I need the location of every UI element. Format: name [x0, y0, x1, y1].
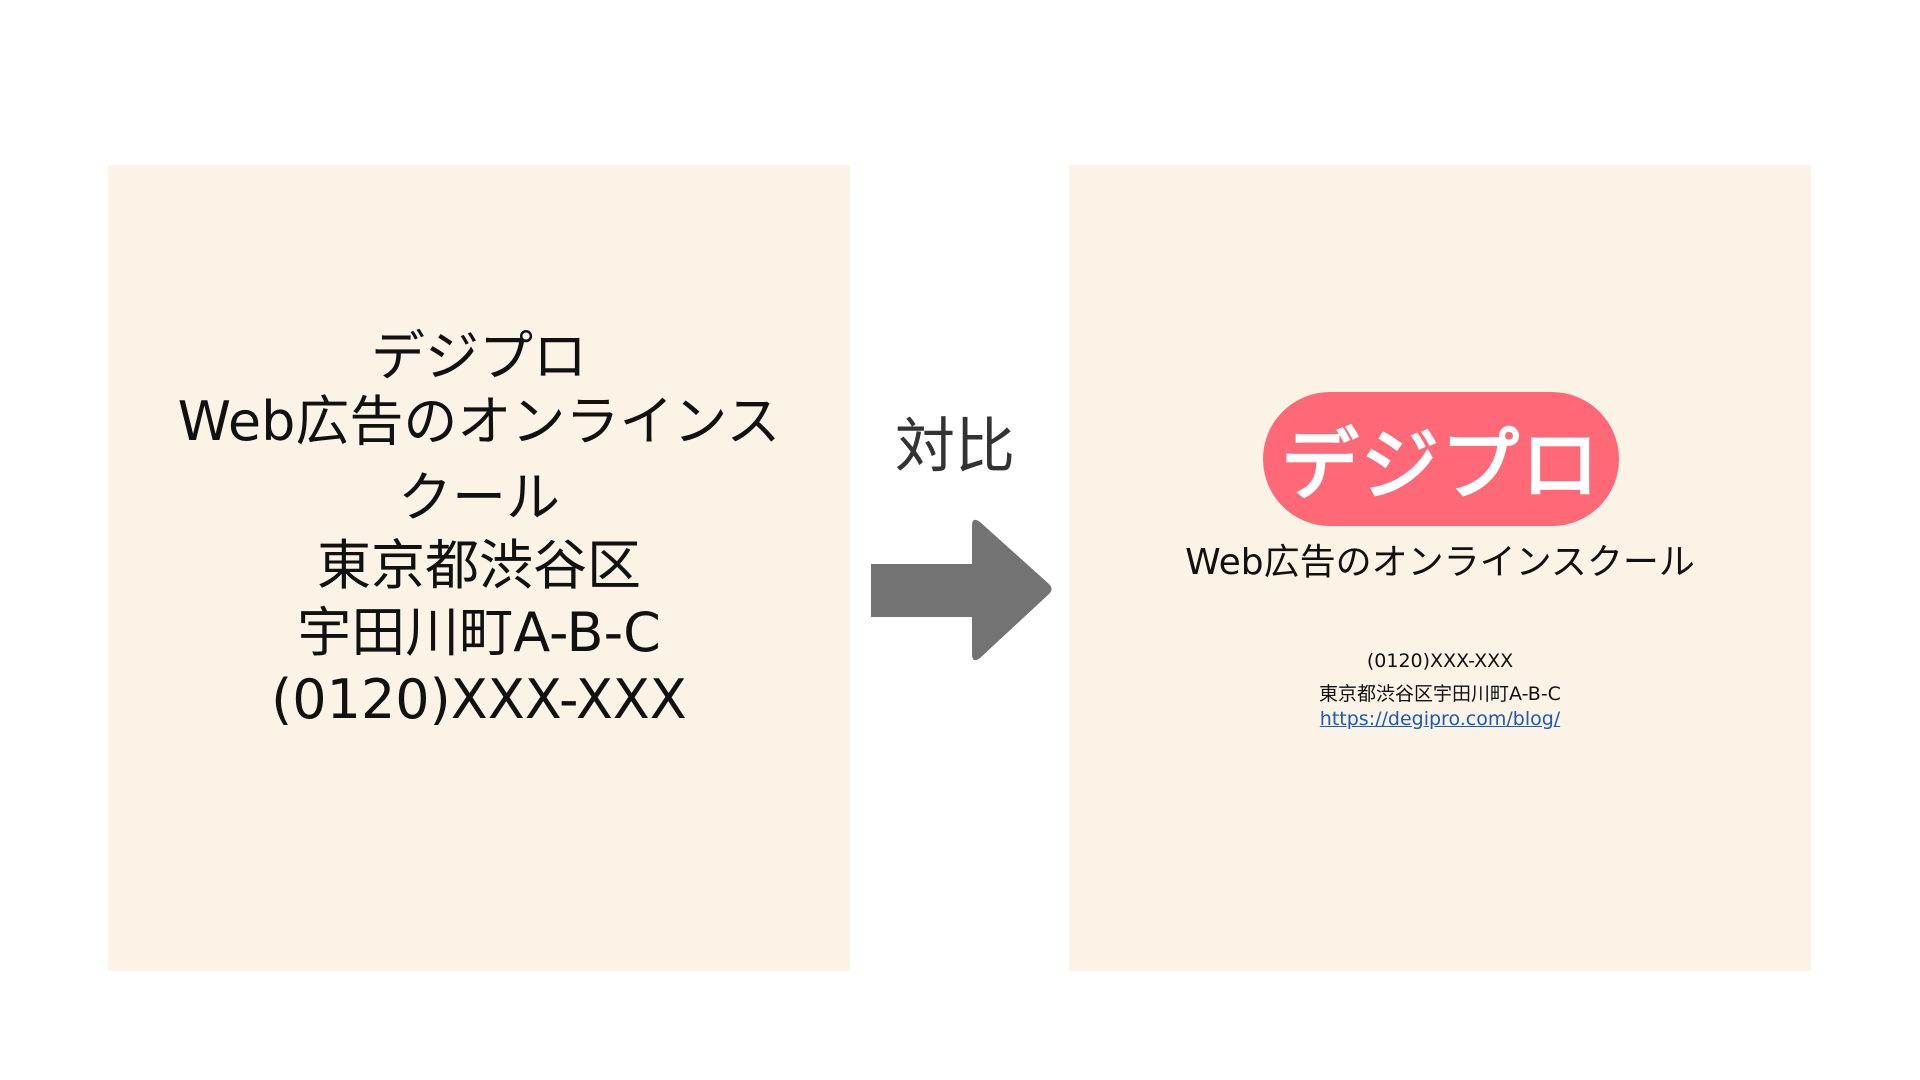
blog-link[interactable]: https://degipro.com/blog/ [1319, 708, 1561, 730]
before-line-subtitle-1: Web広告のオンラインス [177, 390, 781, 453]
brand-logo-badge: デジプロ [1263, 392, 1619, 526]
before-line-phone: (0120)XXX-XXX [271, 668, 687, 731]
after-panel: デジプロ Web広告のオンラインスクール (0120)XXX-XXX 東京都渋谷… [1069, 165, 1811, 971]
right-arrow-icon [871, 519, 1052, 661]
before-line-address-2: 宇田川町A-B-C [297, 601, 661, 664]
after-phone: (0120)XXX-XXX [1366, 650, 1514, 672]
after-subtitle: Web広告のオンラインスクール [1185, 542, 1695, 583]
after-address: 東京都渋谷区宇田川町A-B-C [1319, 683, 1561, 705]
before-panel: デジプロ Web広告のオンラインス クール 東京都渋谷区 宇田川町A-B-C (… [108, 165, 850, 971]
before-line-brand: デジプロ [371, 325, 587, 388]
before-line-address-1: 東京都渋谷区 [317, 534, 641, 597]
before-line-subtitle-2: クール [398, 466, 560, 529]
compare-label: 対比 [895, 412, 1015, 482]
